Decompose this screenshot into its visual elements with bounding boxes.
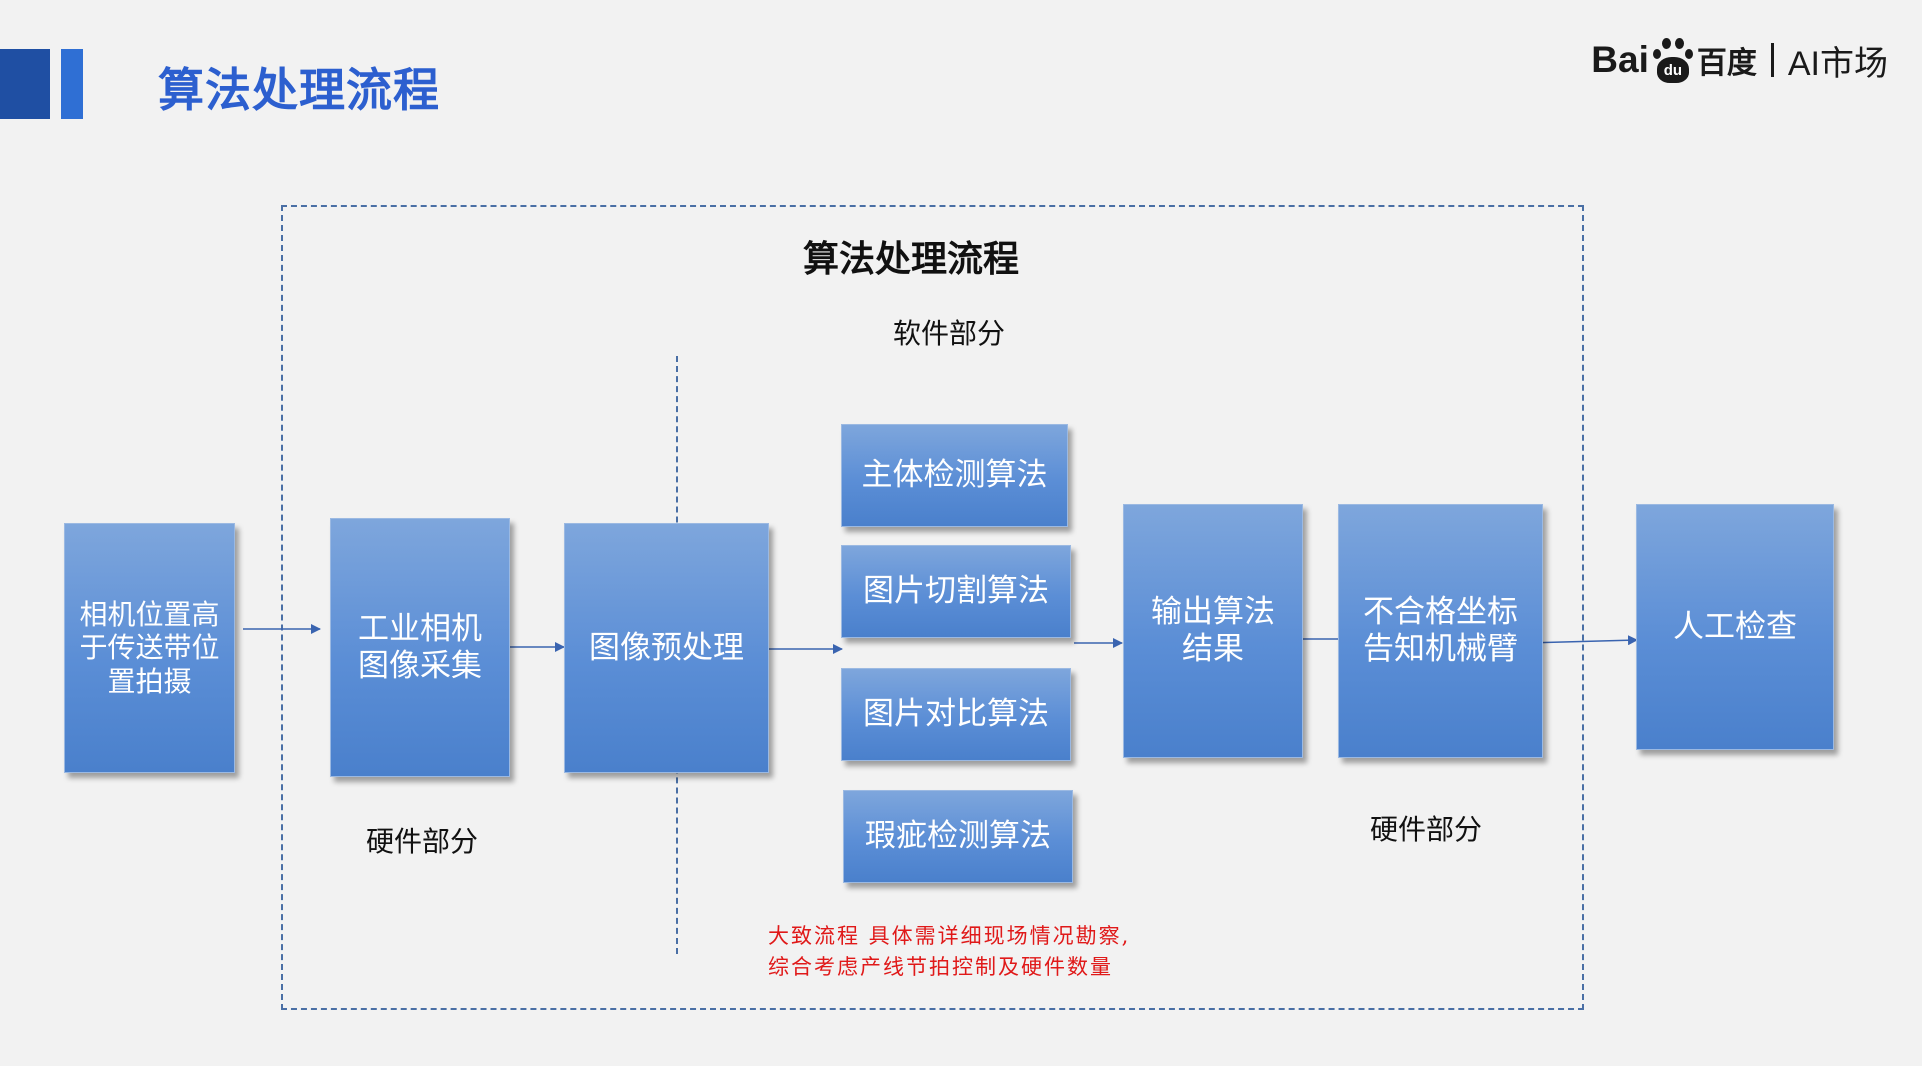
slide-title: 算法处理流程 — [158, 63, 440, 117]
logo-du-text: du — [1663, 62, 1683, 79]
node-camera-position: 相机位置高 于传送带位 置拍摄 — [64, 523, 235, 773]
header-accent-bar — [61, 49, 83, 119]
paw-icon: du — [1651, 37, 1695, 83]
node-image-cutting: 图片切割算法 — [841, 545, 1071, 638]
node-subject-detection: 主体检测算法 — [841, 424, 1068, 527]
process-note-line1: 大致流程 具体需详细现场情况勘察, — [768, 924, 1131, 948]
node-defect-detection: 瑕疵检测算法 — [843, 790, 1073, 883]
node-manual-check: 人工检查 — [1636, 504, 1834, 750]
node-image-preprocess: 图像预处理 — [564, 523, 769, 773]
logo-market-text: AI市场 — [1787, 44, 1888, 83]
process-note: 大致流程 具体需详细现场情况勘察, 综合考虑产线节拍控制及硬件数量 — [768, 921, 1130, 983]
node-image-compare: 图片对比算法 — [841, 668, 1071, 761]
hardware-section-label-right: 硬件部分 — [1370, 813, 1483, 846]
node-output-result: 输出算法 结果 — [1123, 504, 1303, 758]
node-notify-robot-arm: 不合格坐标 告知机械臂 — [1338, 504, 1543, 758]
logo-baidu-text: 百度 — [1696, 46, 1757, 81]
header-accent-block — [0, 49, 50, 119]
arrow-notify-to-manual-check — [1525, 635, 1638, 646]
logo-bai-text: Bai — [1591, 39, 1649, 80]
software-section-label: 软件部分 — [893, 317, 1006, 350]
hardware-section-label-left: 硬件部分 — [366, 825, 479, 858]
node-industrial-camera: 工业相机 图像采集 — [330, 518, 510, 777]
baidu-ai-market-logo: Bai du 百度 AI市场 — [1591, 32, 1888, 88]
process-frame — [281, 205, 1584, 1010]
diagram-title: 算法处理流程 — [802, 239, 1019, 280]
process-note-line2: 综合考虑产线节拍控制及硬件数量 — [768, 955, 1113, 979]
logo-divider — [1770, 43, 1774, 77]
